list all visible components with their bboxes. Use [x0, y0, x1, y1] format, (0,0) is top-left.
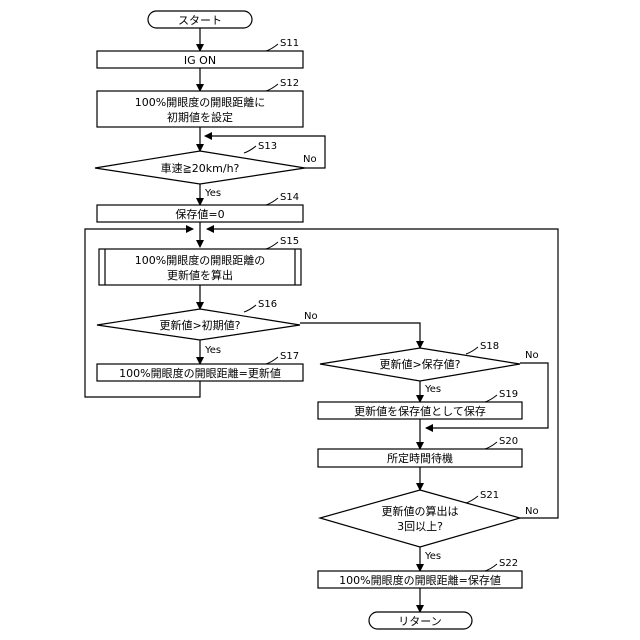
- step-label-s21: S21: [480, 490, 499, 501]
- leader-s14: [266, 198, 278, 205]
- node-start-text: スタート: [178, 14, 222, 27]
- branch-s21-yes: Yes: [424, 551, 441, 562]
- node-s18-text: 更新値>保存値?: [379, 357, 460, 371]
- leader-s19: [485, 395, 497, 402]
- node-end-text: リターン: [398, 615, 441, 628]
- edge-s16-no: [300, 323, 420, 348]
- step-label-s18: S18: [480, 341, 499, 352]
- step-label-s16: S16: [258, 299, 277, 310]
- branch-s16-no: No: [304, 311, 318, 322]
- node-s22-text: 100%開眼度の開眼距離=保存値: [339, 573, 501, 587]
- leader-s20: [485, 442, 497, 449]
- leader-s17: [266, 357, 278, 364]
- leader-s11: [266, 44, 278, 51]
- branch-s13-yes: Yes: [204, 188, 221, 199]
- node-s14-text: 保存値=0: [175, 207, 224, 221]
- step-label-s17: S17: [280, 351, 299, 362]
- step-label-s13: S13: [258, 141, 277, 152]
- branch-s18-no: No: [525, 350, 539, 361]
- branch-s16-yes: Yes: [204, 345, 221, 356]
- leader-s16: [244, 305, 256, 312]
- node-s13-text: 車速≧20km/h?: [161, 161, 240, 175]
- step-label-s12: S12: [280, 78, 299, 89]
- node-s11-text: IG ON: [184, 54, 216, 67]
- node-s21-text-line1: 更新値の算出は: [382, 504, 459, 518]
- leader-s22: [485, 564, 497, 571]
- step-label-s19: S19: [499, 389, 518, 400]
- branch-s13-no: No: [303, 154, 317, 165]
- leader-s21: [466, 496, 478, 503]
- branch-s18-yes: Yes: [424, 384, 441, 395]
- node-s19-text: 更新値を保存値として保存: [354, 404, 486, 418]
- step-label-s15: S15: [280, 236, 299, 247]
- leader-s18: [466, 347, 478, 354]
- node-s20-text: 所定時間待機: [387, 451, 453, 465]
- leader-s13: [244, 146, 256, 153]
- node-s16-text: 更新値>初期値?: [159, 318, 240, 332]
- leader-s15: [266, 242, 278, 249]
- node-s17-text: 100%開眼度の開眼距離=更新値: [119, 366, 281, 380]
- step-label-s11: S11: [280, 38, 299, 49]
- node-s12-text-line1: 100%開眼度の開眼距離に: [135, 95, 265, 109]
- branch-s21-no: No: [525, 506, 539, 517]
- step-label-s14: S14: [280, 192, 299, 203]
- node-s12-text-line2: 初期値を設定: [167, 110, 233, 124]
- node-s15-text-line1: 100%開眼度の開眼距離の: [135, 253, 265, 267]
- step-label-s20: S20: [499, 436, 518, 447]
- step-label-s22: S22: [499, 558, 518, 569]
- node-s21-text-line2: 3回以上?: [397, 520, 443, 533]
- node-s15-text-line2: 更新値を算出: [167, 268, 233, 282]
- leader-s12: [266, 84, 278, 91]
